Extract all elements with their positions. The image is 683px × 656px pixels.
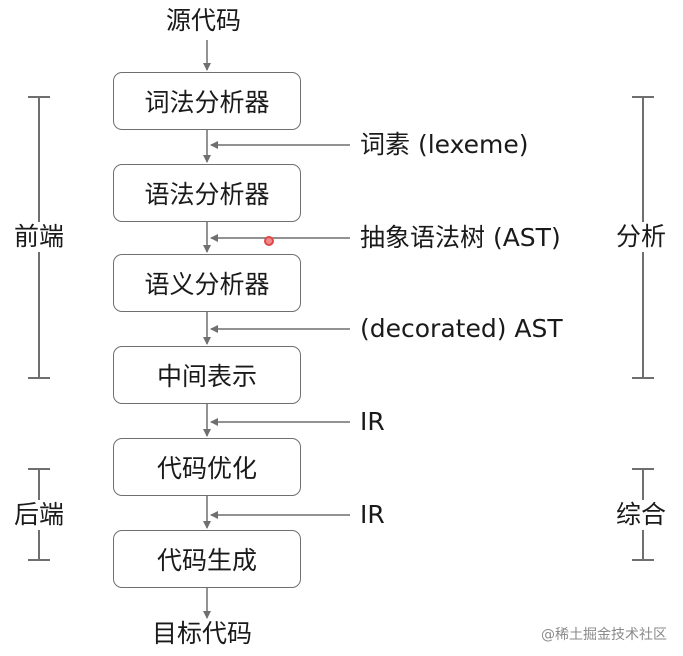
group-backend-label: 后端 — [12, 500, 67, 530]
stage-parser: 语法分析器 — [113, 164, 301, 222]
output-ir-1: IR — [360, 407, 385, 436]
cursor-marker — [264, 236, 274, 246]
stage-intermediate-representation: 中间表示 — [113, 346, 301, 404]
watermark: @稀土掘金技术社区 — [541, 627, 667, 643]
group-analysis-label: 分析 — [614, 222, 669, 252]
stage-lexer: 词法分析器 — [113, 72, 301, 130]
group-synthesis-label: 综合 — [614, 500, 669, 530]
stage-semantic-analyzer: 语义分析器 — [113, 254, 301, 312]
output-ir-2: IR — [360, 500, 385, 529]
output-lexeme: 词素 (lexeme) — [360, 130, 529, 159]
target-code-label: 目标代码 — [152, 619, 253, 648]
group-frontend-label: 前端 — [12, 222, 67, 252]
stage-code-optimization: 代码优化 — [113, 438, 301, 496]
output-ast: 抽象语法树 (AST) — [360, 223, 561, 252]
stage-code-generation: 代码生成 — [113, 530, 301, 588]
source-code-label: 源代码 — [166, 6, 242, 35]
output-decorated-ast: (decorated) AST — [360, 314, 563, 343]
